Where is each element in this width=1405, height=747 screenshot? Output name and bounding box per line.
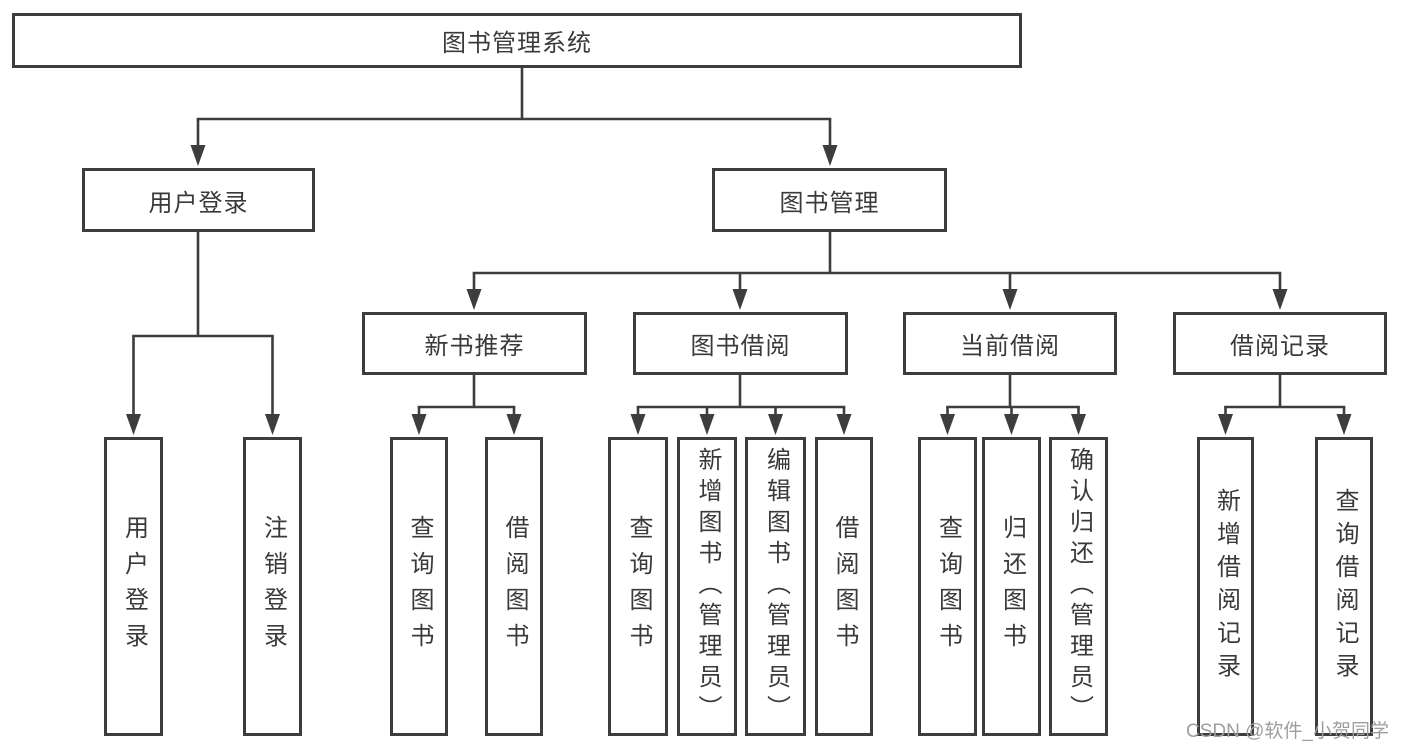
leaf-borrow-books-2: 借阅图书 xyxy=(815,437,873,736)
leaf-edit-books-admin: 编辑图书（管理员） xyxy=(745,437,806,736)
node-root-library-system: 图书管理系统 xyxy=(12,13,1022,68)
node-new-book-recommend: 新书推荐 xyxy=(362,312,587,375)
leaf-borrow-books: 借阅图书 xyxy=(485,437,543,736)
leaf-query-books: 查询图书 xyxy=(390,437,448,736)
leaf-query-books-borrow: 查询图书 xyxy=(608,437,668,736)
leaf-add-borrow-record: 新增借阅记录 xyxy=(1197,437,1254,736)
csdn-watermark: CSDN @软件_小贺同学 xyxy=(1186,721,1389,742)
leaf-add-books-admin: 新增图书（管理员） xyxy=(677,437,737,736)
leaf-user-login: 用户登录 xyxy=(104,437,163,736)
leaf-logout: 注销登录 xyxy=(243,437,302,736)
node-book-borrow: 图书借阅 xyxy=(633,312,848,375)
leaf-return-books: 归还图书 xyxy=(982,437,1041,736)
node-book-management: 图书管理 xyxy=(712,168,947,232)
node-current-borrow: 当前借阅 xyxy=(903,312,1117,375)
node-borrow-records: 借阅记录 xyxy=(1173,312,1387,375)
node-user-login: 用户登录 xyxy=(82,168,315,232)
leaf-query-borrow-record: 查询借阅记录 xyxy=(1315,437,1373,736)
leaf-confirm-return-admin: 确认归还（管理员） xyxy=(1049,437,1108,736)
leaf-query-books-current: 查询图书 xyxy=(918,437,977,736)
